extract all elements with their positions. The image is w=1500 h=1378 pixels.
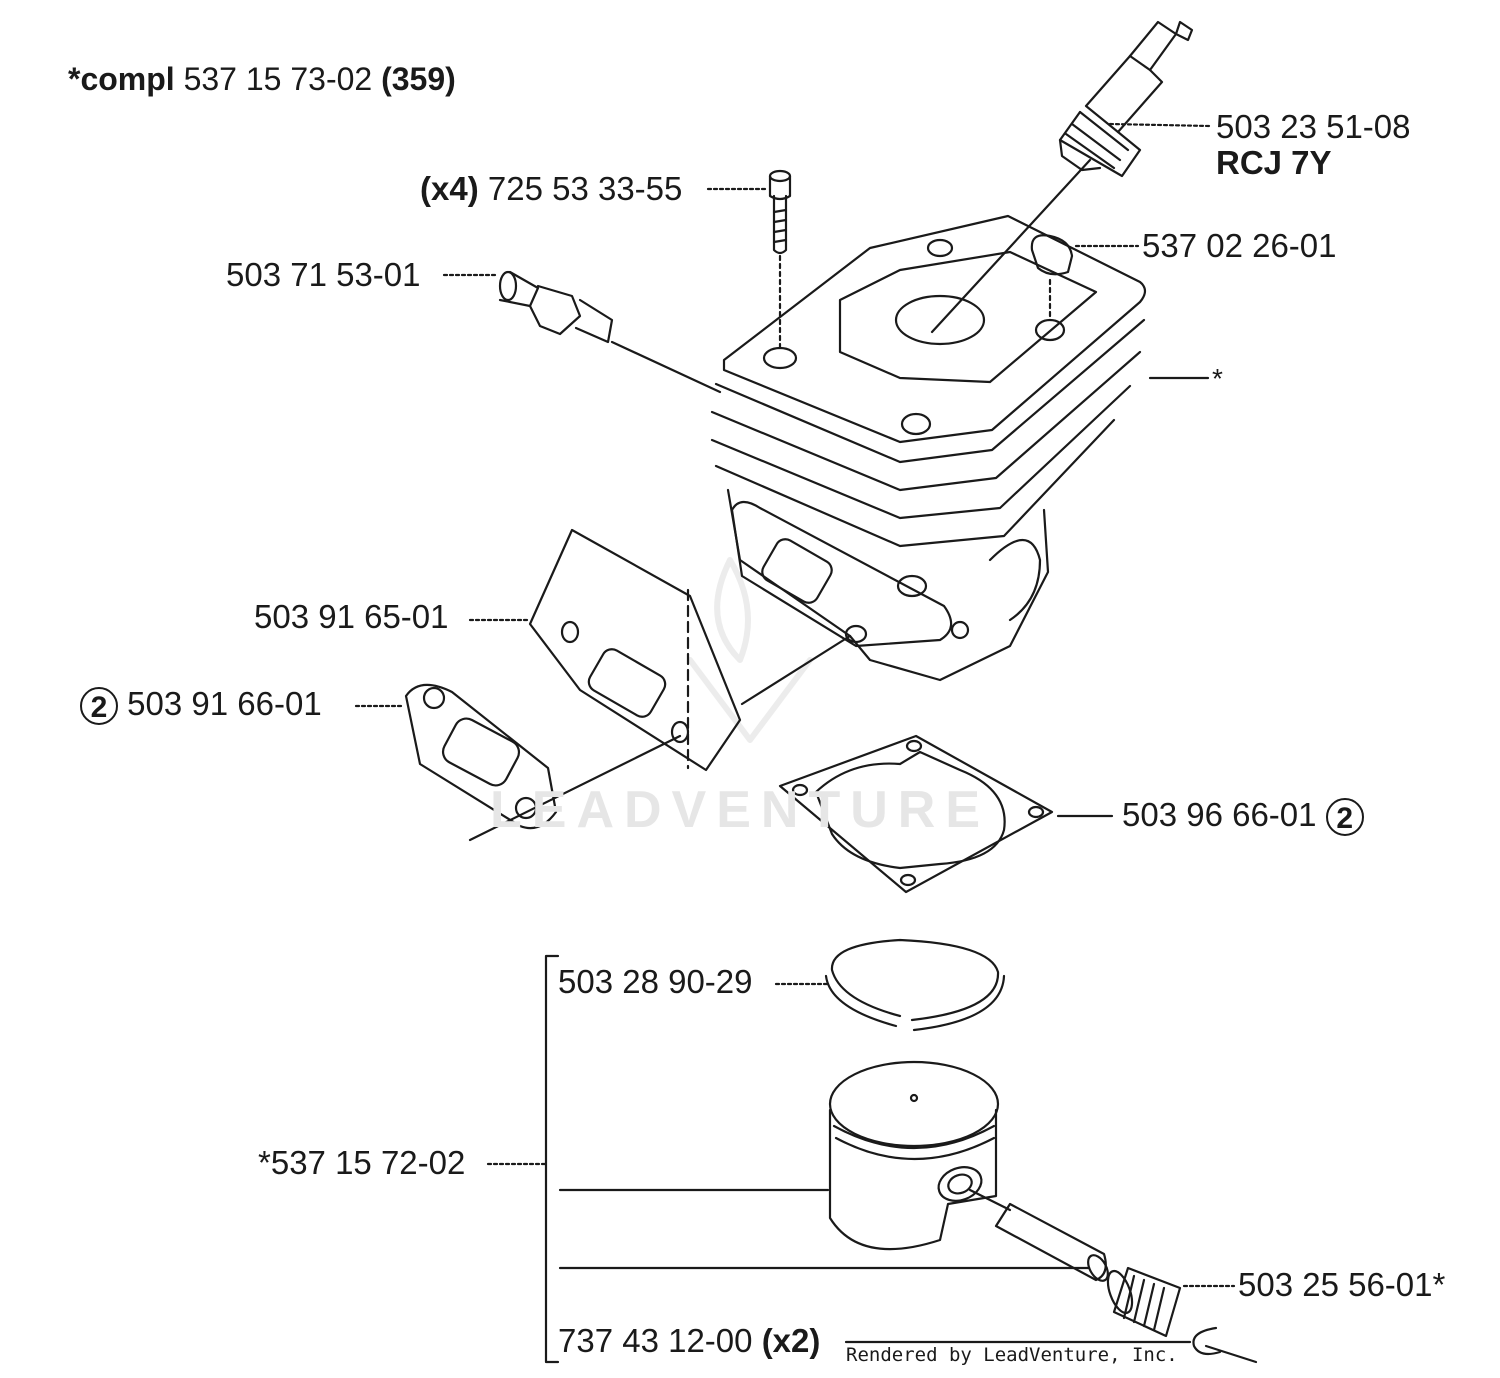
spark-plug-label[interactable]: 503 23 51-08 [1216,108,1411,146]
piston-ring-label[interactable]: 503 28 90-29 [558,963,753,1000]
cap-label[interactable]: 537 02 26-01 [1142,227,1337,264]
cylinder-gasket-label[interactable]: 503 96 66-01 2 [1122,796,1364,837]
screw-label[interactable]: (x4) 725 53 33-55 [420,170,682,208]
cylinder-gasket-number: 503 96 66-01 [1122,796,1317,833]
circlip-qty: (x2) [761,1322,821,1359]
exhaust-gasket-number: 503 91 66-01 [127,685,322,722]
spark-plug-number: 503 23 51-08 [1216,108,1411,145]
insulator-plate-label[interactable]: 503 91 65-01 [254,598,449,635]
piston-pin-drawing [558,1188,1109,1282]
insulator-plate-drawing [468,528,852,842]
circlip-number: 737 43 12-00 [558,1322,753,1359]
cylinder-gasket-badge: 2 [1325,798,1364,837]
cylinder-label[interactable]: * [1212,363,1223,394]
screw-qty: (x4) [420,170,479,207]
cylinder-drawing [710,214,1210,682]
piston-kit-bracket [486,954,560,1364]
compl-number: 537 15 73-02 [183,61,373,97]
watermark-logo-icon [687,557,813,743]
exhaust-gasket-drawing [354,683,558,830]
compl-ref: (359) [381,61,456,97]
exhaust-gasket-label[interactable]: 2 503 91 66-01 [80,685,322,726]
needle-bearing-label[interactable]: 503 25 56-01* [1238,1266,1446,1303]
circlip-drawing [844,1326,1258,1364]
cap-drawing [1030,234,1140,322]
circlip-label[interactable]: 737 43 12-00 (x2) [558,1322,820,1360]
compl-header: *compl 537 15 73-02 (359) [68,60,456,98]
exhaust-gasket-badge: 2 [80,687,118,726]
spark-plug-drawing [1058,20,1212,178]
cylinder-gasket-drawing [778,734,1114,894]
render-credit: Rendered by LeadVenture, Inc. [846,1344,1178,1366]
decompression-valve-drawing [442,270,722,394]
piston-assembly-label[interactable]: *537 15 72-02 [258,1144,466,1181]
screw-drawing [706,169,792,352]
needle-bearing-drawing [1106,1266,1236,1338]
decompression-valve-label[interactable]: 503 71 53-01 [226,256,421,293]
piston-ring-drawing [774,938,1006,1032]
spark-plug-type: RCJ 7Y [1216,144,1332,181]
piston-drawing [558,1060,1000,1251]
watermark-text: LEADVENTURE [490,781,991,839]
compl-prefix: *compl [68,61,175,97]
screw-number: 725 53 33-55 [487,170,683,207]
